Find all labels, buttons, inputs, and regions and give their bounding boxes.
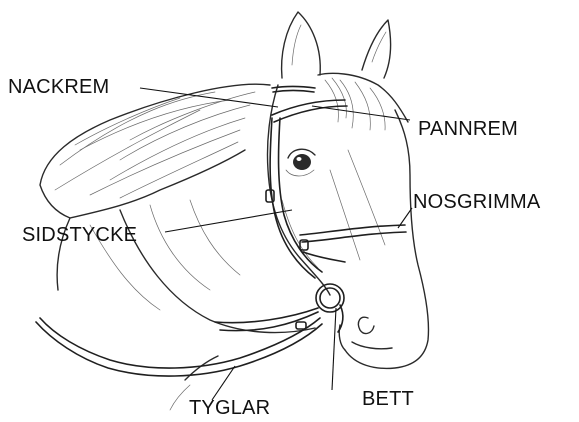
leader-pannrem (312, 106, 410, 120)
label-pannrem: PANNREM (418, 119, 518, 139)
browband (272, 100, 345, 115)
label-nackrem: NACKREM (8, 77, 109, 97)
leader-nackrem (140, 88, 278, 107)
crownpiece (272, 87, 315, 89)
horse-forelock (318, 73, 408, 130)
leader-sidstycke (165, 210, 292, 232)
reins (215, 308, 318, 323)
label-bett: BETT (362, 389, 414, 409)
horse-ears (282, 12, 391, 78)
label-nosgrimma: NOSGRIMMA (413, 192, 540, 212)
label-sidstycke: SIDSTYCKE (22, 225, 137, 245)
horse-head-outline (267, 85, 428, 368)
horse-mane (40, 84, 270, 218)
label-tyglar: TYGLAR (189, 398, 270, 418)
leader-bett (332, 308, 336, 390)
